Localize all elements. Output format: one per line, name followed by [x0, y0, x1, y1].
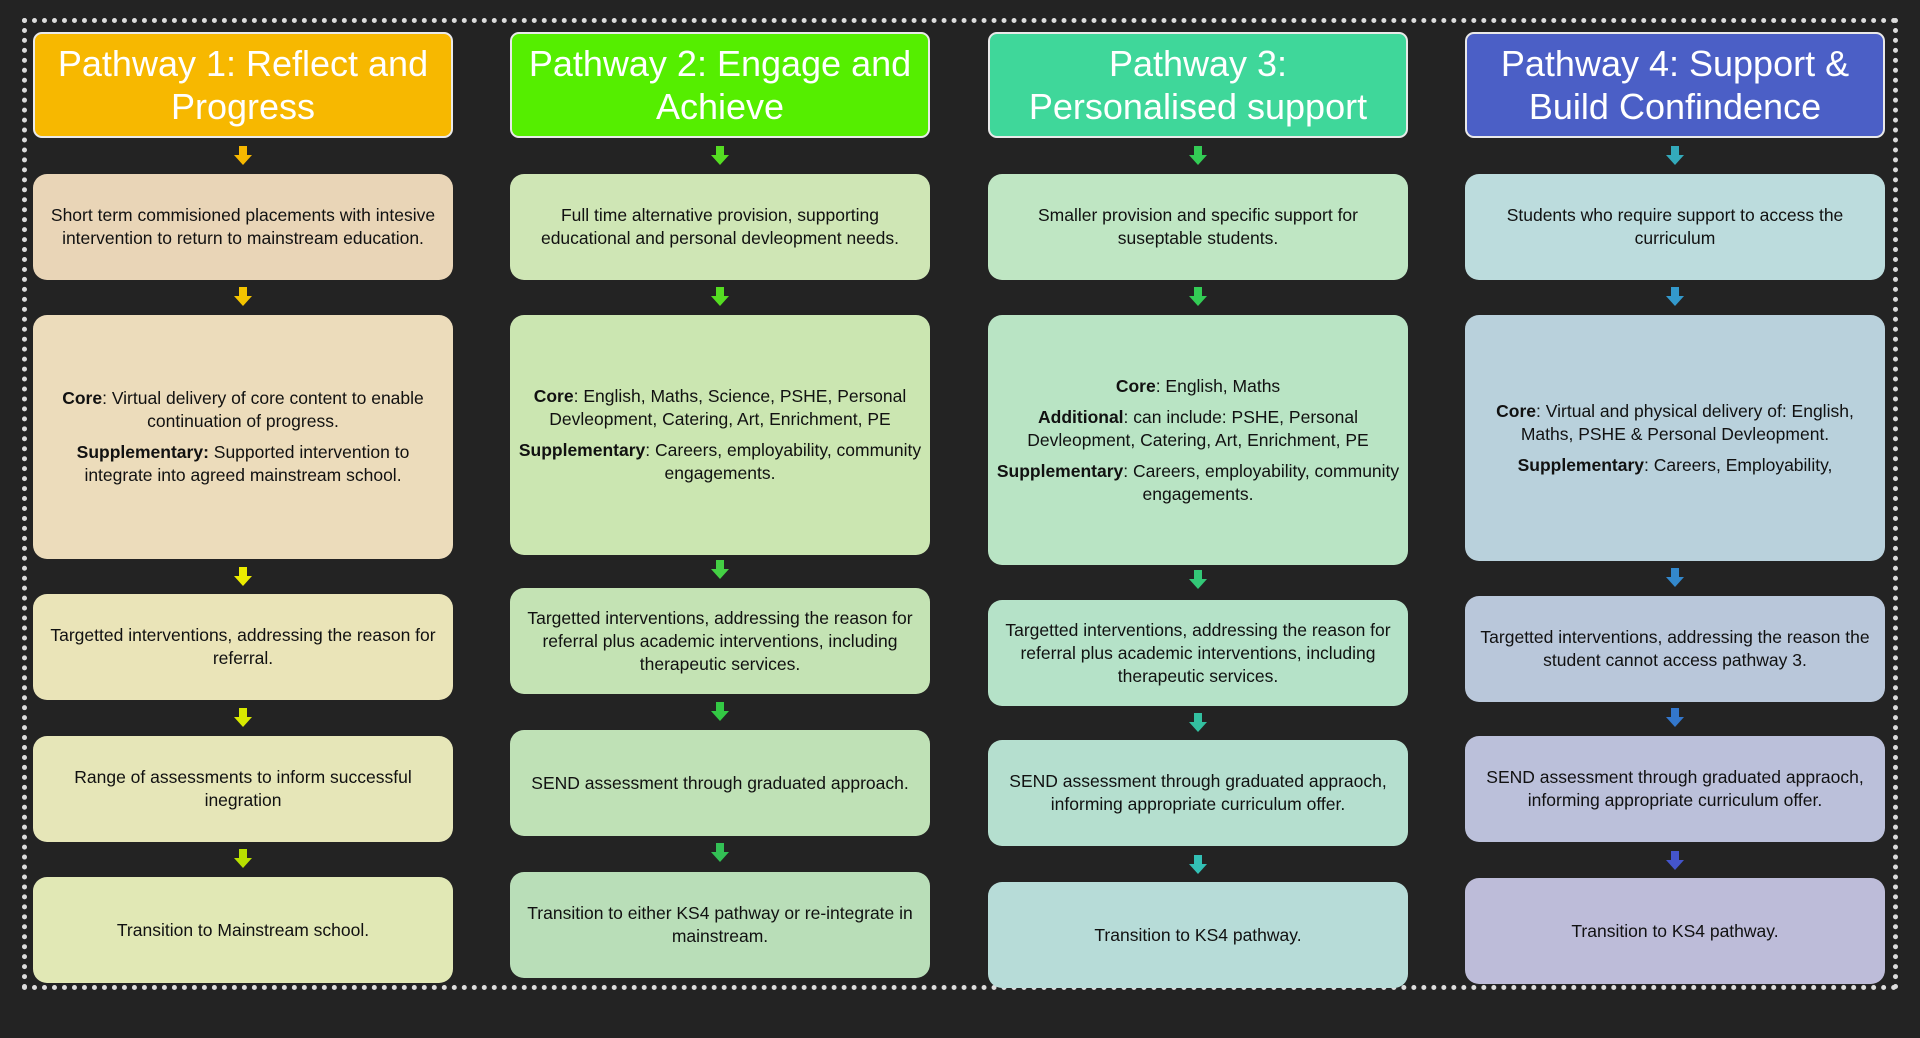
- supplementary-label: Supplementary: [996, 460, 1124, 481]
- pathway-transition-box: Transition to Mainstream school.: [33, 877, 453, 983]
- down-arrow-icon: [1666, 851, 1684, 870]
- supplementary-text: : Careers, employability, community enga…: [1123, 460, 1400, 504]
- core-text: : English, Maths: [1155, 375, 1281, 396]
- box-text: Full time alternative provision, support…: [540, 205, 900, 248]
- box-text: Range of assessments to inform successfu…: [74, 767, 412, 810]
- supplementary-text: : Careers, Employability,: [1644, 454, 1833, 475]
- pathway-transition-box: Transition to KS4 pathway.: [1465, 878, 1885, 984]
- core-label: Core: [1115, 375, 1156, 396]
- box-text: SEND assessment through graduated apprao…: [1009, 771, 1387, 814]
- pathway-assessment-box: Range of assessments to inform successfu…: [33, 736, 453, 842]
- pathway-assessment-box: SEND assessment through graduated apprao…: [1465, 736, 1885, 842]
- down-arrow-icon: [1189, 570, 1207, 589]
- additional-label: Additional: [1038, 406, 1124, 427]
- pathway-transition-box: Transition to either KS4 pathway or re-i…: [510, 872, 930, 978]
- down-arrow-icon: [234, 287, 252, 306]
- down-arrow-icon: [234, 849, 252, 868]
- down-arrow-icon: [234, 146, 252, 165]
- pathway-desc-box: Short term commisioned placements with i…: [33, 174, 453, 280]
- core-line: Core: Virtual delivery of core content t…: [41, 387, 445, 433]
- box-text: Targetted interventions, addressing the …: [50, 625, 436, 668]
- additional-line: Additional: can include: PSHE, Personal …: [996, 406, 1400, 452]
- core-line: Core: English, Maths: [1116, 375, 1280, 398]
- box-text: Targetted interventions, addressing the …: [1005, 619, 1391, 686]
- supplementary-line: Supplementary: Supported intervention to…: [41, 441, 445, 487]
- pathway-assessment-box: SEND assessment through graduated approa…: [510, 730, 930, 836]
- down-arrow-icon: [234, 567, 252, 586]
- down-arrow-icon: [711, 560, 729, 579]
- pathway-desc-box: Full time alternative provision, support…: [510, 174, 930, 280]
- supplementary-text: Supported intervention to integrate into…: [84, 442, 410, 485]
- down-arrow-icon: [1189, 287, 1207, 306]
- pathway-assessment-box: SEND assessment through graduated apprao…: [988, 740, 1408, 846]
- supplementary-line: Supplementary: Careers, employability, c…: [996, 460, 1400, 506]
- box-text: Smaller provision and specific support f…: [1037, 205, 1358, 248]
- pathway-core-box: Core: English, Maths, Science, PSHE, Per…: [510, 315, 930, 555]
- box-text: SEND assessment through graduated approa…: [531, 772, 909, 793]
- supplementary-text: : Careers, employability, community enga…: [645, 440, 922, 483]
- core-label: Core: [533, 386, 574, 406]
- pathway-desc-box: Smaller provision and specific support f…: [988, 174, 1408, 280]
- box-text: Targetted interventions, addressing the …: [1480, 627, 1870, 670]
- box-text: Targetted interventions, addressing the …: [527, 607, 913, 674]
- pathway-desc-box: Students who require support to access t…: [1465, 174, 1885, 280]
- supplementary-label: Supplementary: [518, 440, 646, 460]
- diagram-frame: [22, 18, 1898, 990]
- box-text: Transition to Mainstream school.: [116, 919, 370, 940]
- down-arrow-icon: [1666, 146, 1684, 165]
- supplementary-line: Supplementary: Careers, Employability,: [1518, 454, 1833, 477]
- pathway-targeted-box: Targetted interventions, addressing the …: [988, 600, 1408, 706]
- down-arrow-icon: [1189, 855, 1207, 874]
- pathway-targeted-box: Targetted interventions, addressing the …: [33, 594, 453, 700]
- down-arrow-icon: [711, 702, 729, 721]
- pathway-targeted-box: Targetted interventions, addressing the …: [1465, 596, 1885, 702]
- additional-text: : can include: PSHE, Personal Devleopmen…: [1027, 406, 1369, 450]
- pathway-targeted-box: Targetted interventions, addressing the …: [510, 588, 930, 694]
- down-arrow-icon: [1666, 708, 1684, 727]
- core-line: Core: English, Maths, Science, PSHE, Per…: [518, 385, 922, 431]
- pathway-header: Pathway 4: Support & Build Confindence: [1465, 32, 1885, 138]
- supplementary-label: Supplementary:: [76, 442, 209, 462]
- supplementary-label: Supplementary: [1517, 454, 1645, 475]
- pathway-header: Pathway 3: Personalised support: [988, 32, 1408, 138]
- down-arrow-icon: [1666, 568, 1684, 587]
- down-arrow-icon: [711, 843, 729, 862]
- box-text: Transition to KS4 pathway.: [1094, 924, 1302, 945]
- down-arrow-icon: [711, 287, 729, 306]
- pathway-header: Pathway 2: Engage and Achieve: [510, 32, 930, 138]
- core-label: Core: [62, 388, 103, 408]
- box-text: Transition to KS4 pathway.: [1571, 920, 1779, 941]
- down-arrow-icon: [711, 146, 729, 165]
- pathway-transition-box: Transition to KS4 pathway.: [988, 882, 1408, 988]
- pathway-core-box: Core: Virtual and physical delivery of: …: [1465, 315, 1885, 561]
- down-arrow-icon: [1189, 713, 1207, 732]
- box-text: Short term commisioned placements with i…: [50, 205, 436, 248]
- down-arrow-icon: [1189, 146, 1207, 165]
- supplementary-line: Supplementary: Careers, employability, c…: [518, 439, 922, 485]
- core-line: Core: Virtual and physical delivery of: …: [1473, 400, 1877, 446]
- box-text: Transition to either KS4 pathway or re-i…: [527, 903, 913, 946]
- down-arrow-icon: [234, 708, 252, 727]
- core-label: Core: [1496, 400, 1537, 421]
- core-text: : English, Maths, Science, PSHE, Persona…: [549, 386, 907, 429]
- box-text: Students who require support to access t…: [1506, 205, 1844, 248]
- pathway-header: Pathway 1: Reflect and Progress: [33, 32, 453, 138]
- down-arrow-icon: [1666, 287, 1684, 306]
- core-text: : Virtual and physical delivery of: Engl…: [1520, 400, 1854, 444]
- pathway-core-box: Core: Virtual delivery of core content t…: [33, 315, 453, 559]
- core-text: : Virtual delivery of core content to en…: [102, 388, 424, 431]
- box-text: SEND assessment through graduated apprao…: [1486, 767, 1864, 810]
